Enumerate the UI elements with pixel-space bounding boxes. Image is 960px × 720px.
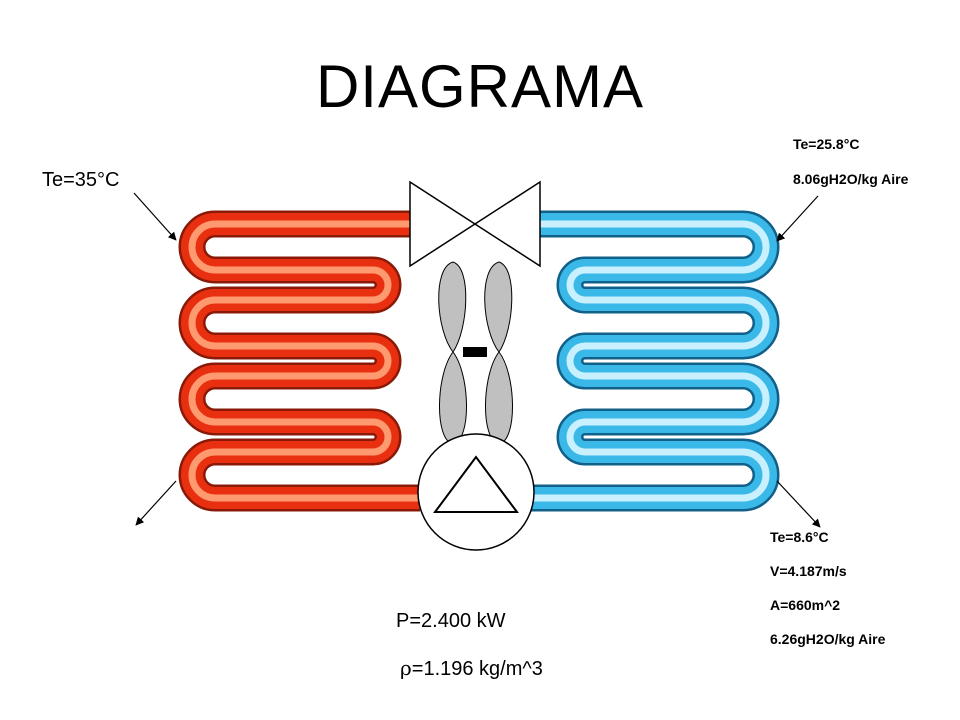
evaporator-outlet-humidity: 8.06gH2O/kg Aire: [793, 171, 909, 187]
inlet-arrow-icon: [133, 192, 177, 241]
diagram-title: DIAGRAMA: [315, 53, 645, 120]
compressor-icon: [417, 433, 535, 551]
supply-humidity: 6.26gH2O/kg Aire: [770, 631, 886, 647]
outlet-arrow-icon: [135, 480, 177, 526]
evaporator-coil: [530, 210, 780, 512]
power-value: P=2.400 kW: [396, 610, 506, 632]
evaporator-inlet-arrow-icon: [776, 195, 819, 242]
supply-area: A=660m^2: [770, 597, 841, 613]
density-text: =1.196 kg/m^3: [411, 658, 543, 680]
expansion-valve-icon: [409, 180, 541, 268]
condenser-coil: [178, 210, 420, 512]
density-value: ρ=1.196 kg/m^3: [400, 656, 543, 681]
supply-temperature: Te=8.6°C: [770, 529, 829, 545]
evaporator-outlet-arrow-icon: [776, 480, 821, 528]
rho-symbol: ρ: [400, 656, 412, 680]
fan-icon: [438, 261, 513, 445]
evaporator-outlet-temperature: Te=25.8°C: [793, 136, 860, 152]
condenser-inlet-temperature: Te=35°C: [42, 169, 120, 191]
supply-velocity: V=4.187m/s: [770, 563, 847, 579]
